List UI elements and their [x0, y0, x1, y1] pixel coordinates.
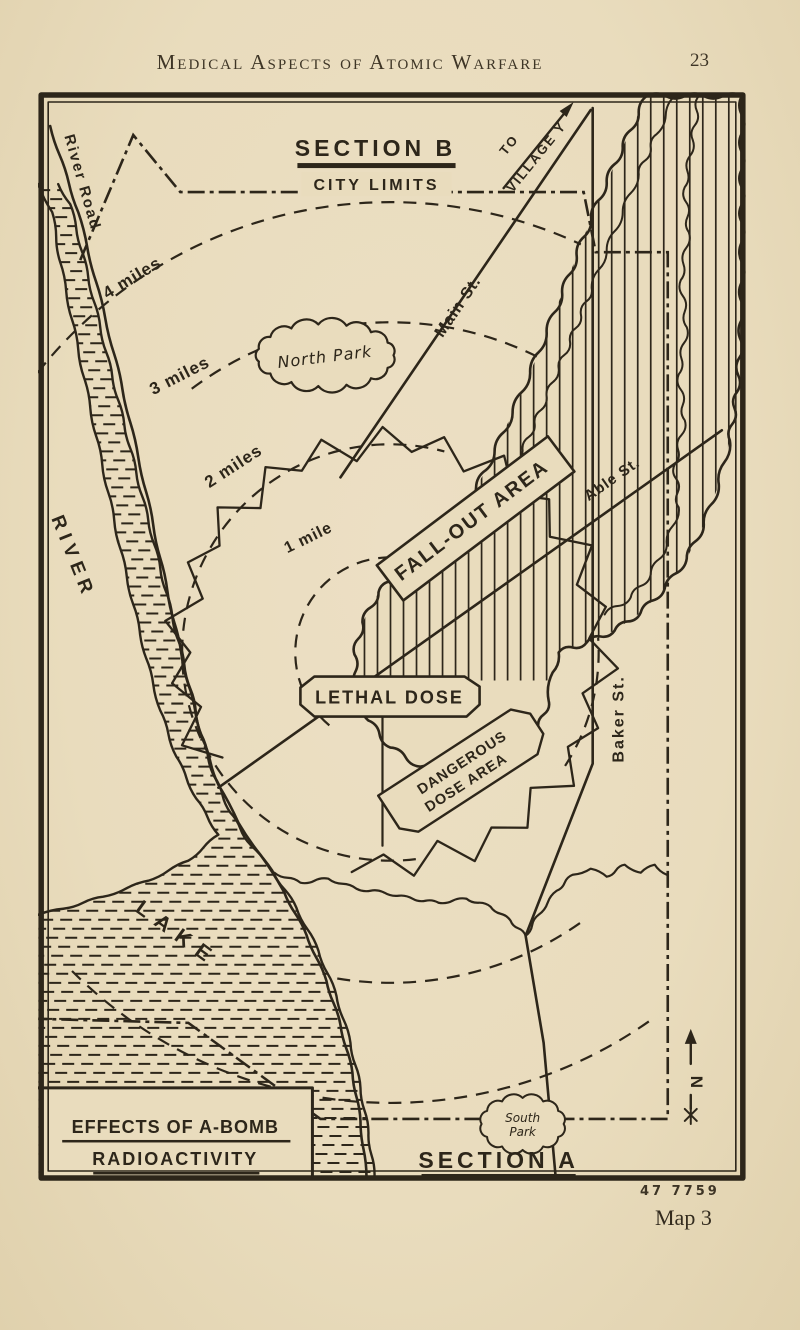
north-arrow-head — [684, 1028, 697, 1044]
ring-label-1-mile: 1 mile — [282, 519, 336, 557]
lethal-dose-box — [299, 675, 481, 718]
river-label: RIVER — [47, 512, 99, 602]
main-st-label: Main St. — [432, 273, 485, 340]
baker-st-label: Baker St. — [611, 675, 628, 762]
ring-label-2-miles: 2 miles — [201, 441, 266, 492]
plate-number: 47 7759 — [640, 1184, 720, 1199]
map-figure: SECTION B CITY LIMITS TO VILLAGE Y Main … — [38, 92, 746, 1181]
map-frame — [38, 92, 746, 1181]
legend-underline-2 — [93, 1171, 260, 1175]
legend-title-line2: RADIOACTIVITY — [92, 1149, 258, 1169]
north-arrow — [683, 1028, 698, 1125]
lethal-dose-label: LETHAL DOSE — [315, 688, 464, 708]
south-park-label-line2: Park — [509, 1125, 537, 1139]
city-limits-label-bg — [301, 172, 452, 197]
legend-title-line1: EFFECTS OF A-BOMB — [72, 1117, 279, 1137]
legend-underline-1 — [62, 1139, 291, 1143]
legend-box-border — [38, 1086, 314, 1181]
map-caption: Map 3 — [655, 1205, 712, 1230]
ring-label-3-miles: 3 miles — [146, 353, 212, 399]
running-head: Medical Aspects of Atomic Warfare — [156, 50, 544, 74]
compass-n-label: N — [687, 1076, 706, 1088]
dangerous-dose-box — [376, 708, 545, 833]
to-village-label-line1: TO — [496, 132, 521, 158]
north-arrow-tail — [683, 1104, 698, 1125]
section-a-title: SECTION A — [418, 1147, 579, 1173]
map-svg: SECTION B CITY LIMITS TO VILLAGE Y Main … — [38, 92, 746, 1181]
label-boxes — [38, 163, 576, 1181]
section-b-underline — [297, 163, 456, 169]
city-limits-line — [38, 132, 670, 1121]
lake-label: LAKE — [131, 896, 223, 972]
south-park-label-line1: South — [505, 1111, 540, 1125]
fallout-banner — [375, 435, 576, 602]
legend-box-bg — [38, 1087, 313, 1179]
city-limits-label: CITY LIMITS — [313, 177, 439, 194]
section-b-title: SECTION B — [295, 135, 456, 161]
ring-label-4-miles: 4 miles — [100, 253, 165, 303]
page-number: 23 — [690, 50, 709, 71]
